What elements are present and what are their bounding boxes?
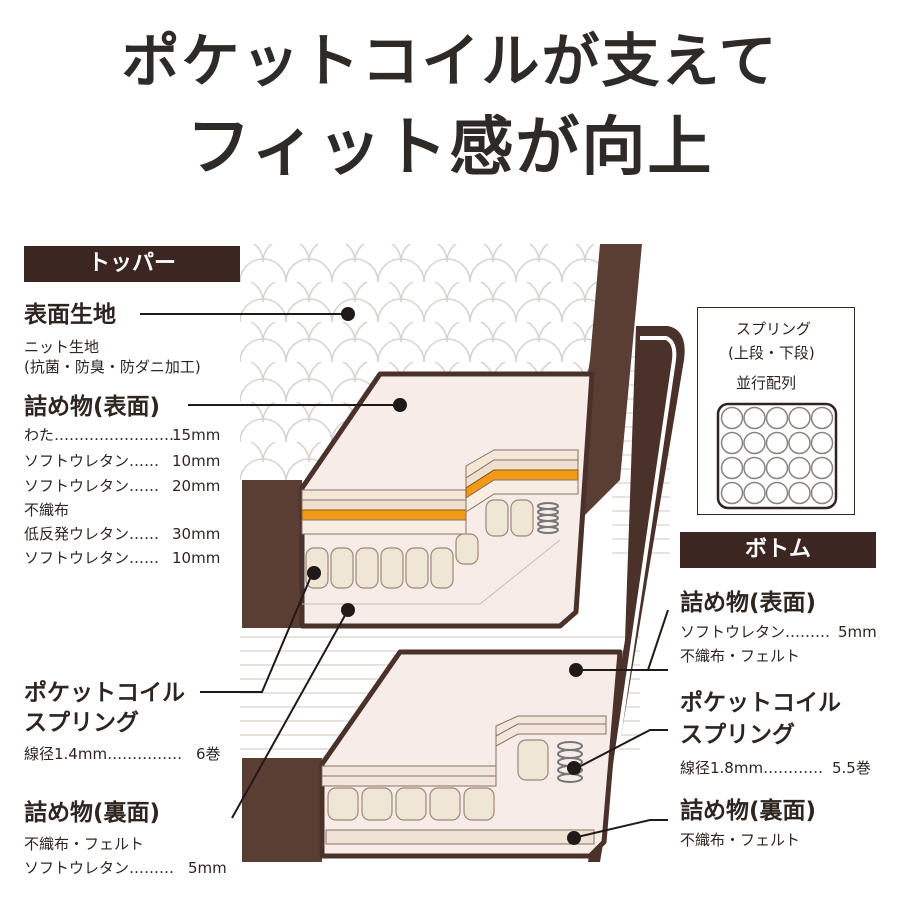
spring-grid-coil [810,481,834,505]
filling-layer-row: 不織布 [24,501,70,519]
bottom-pocket-coil-spec: 線径1.8mm…………5.5巻 [680,759,871,777]
topper-section-label: トッパー [24,246,240,282]
spring-grid-coil [765,406,789,430]
headline-line-2: フィット感が向上 [186,111,714,185]
filling-layer-row: ソフトウレタン……20mm [24,477,221,495]
spring-grid-coil [810,406,834,430]
filling-layer-row: わた……………………15mm [24,426,221,444]
filling-layer-row: ソフトウレタン……10mm [24,549,221,567]
bottom-pocket-coils [327,739,549,821]
spring-grid-coil [765,481,789,505]
bottom-filling-top-note: 不織布・フェルト [680,647,801,665]
parallel-spring-grid-icon [716,402,838,510]
topper-filling-back-note: 不織布・フェルト [24,835,145,853]
bottom-filling-top-title: 詰め物(表面) [680,590,817,616]
bottom-filling-top-spec: ソフトウレタン………5mm [680,623,877,641]
spring-arrangement-box: スプリング (上段・下段) 並行配列 [697,307,855,515]
spring-grid-coil [765,431,789,455]
spring-grid-coil [720,481,744,505]
bottom-coil-spring [557,741,583,783]
spring-grid-coil [765,456,789,480]
spring-grid-coil [788,431,811,455]
filling-layer-row: ソフトウレタン……10mm [24,452,221,470]
spring-grid-coil [743,456,766,480]
spring-grid-coil [810,431,834,455]
spring-grid-coil [743,431,766,455]
leader-dots [307,307,583,845]
topper-filling-layers [301,449,579,535]
spring-grid-coil [810,456,834,480]
topper-surface-fabric-note: (抗菌・防臭・防ダニ加工) [24,358,201,376]
spring-grid-coil [720,456,744,480]
bottom-filling-back-note: 不織布・フェルト [680,831,801,849]
topper-dark-side [242,480,302,628]
leader-lines [140,313,669,839]
headline-line-1: ポケットコイルが支えて [121,27,779,95]
topper-filling-back-spec: ソフトウレタン………5mm [24,859,227,877]
topper-pocket-coil-title: ポケットコイル [24,680,185,706]
spring-grid-coil [788,406,811,430]
spring-box-line: (上段・下段) [728,344,815,362]
topper-surface-fabric-note: ニット生地 [24,338,100,356]
spring-grid-coil [720,431,744,455]
bottom-section-label: ボトム [680,532,876,568]
bottom-pocket-coil-title: スプリング [680,722,795,748]
topper-pocket-coil-title: スプリング [24,710,139,736]
spring-grid-coil [788,481,811,505]
bottom-filling-layers [321,715,607,787]
spring-box-line: スプリング [736,320,812,338]
spring-grid-coil [743,406,766,430]
spring-grid-coil [743,481,766,505]
bottom-filling-back-title: 詰め物(裏面) [680,798,817,824]
spring-grid-coil [788,456,811,480]
spring-box-line: 並行配列 [736,374,797,392]
topper-filling-back-title: 詰め物(裏面) [24,800,161,826]
filling-layer-row: 低反発ウレタン……30mm [24,525,221,543]
bottom-dark-side [242,758,322,862]
topper-pocket-coil-spec: 線径1.4mm……………6巻 [24,745,221,763]
topper-surface-fabric-title: 表面生地 [24,302,116,328]
topper-coil-spring [537,502,559,534]
topper-filling-top-title: 詰め物(表面) [24,394,161,420]
spring-grid-coil [720,406,744,430]
bottom-pocket-coil-title: ポケットコイル [680,690,841,716]
